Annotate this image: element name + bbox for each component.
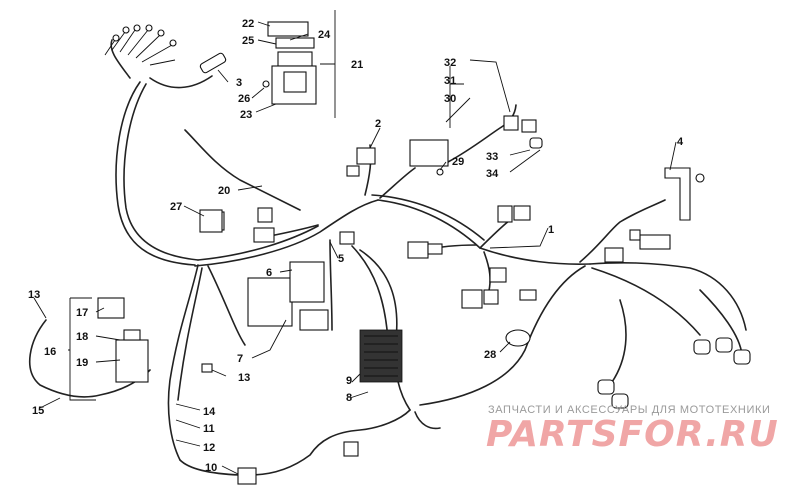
bolt — [201, 363, 213, 373]
callout-1: 1 — [548, 224, 554, 236]
callout-5: 5 — [338, 253, 344, 265]
callout-21: 21 — [351, 59, 363, 71]
callout-29: 29 — [452, 156, 464, 168]
callout-11: 11 — [203, 423, 215, 435]
callout-10: 10 — [205, 462, 217, 474]
callout-labels: 1 2 3 4 5 6 7 8 9 10 11 12 13 13 14 15 1… — [28, 18, 684, 474]
connector-lower — [343, 441, 359, 457]
callout-20: 20 — [218, 185, 230, 197]
callout-24: 24 — [318, 29, 331, 41]
callout-3: 3 — [236, 77, 242, 89]
callout-25: 25 — [242, 35, 254, 47]
callout-23: 23 — [240, 109, 252, 121]
callout-19: 19 — [76, 357, 88, 369]
starter-relay — [97, 297, 149, 383]
callout-4: 4 — [677, 136, 684, 148]
wire-clamp — [505, 329, 531, 347]
callout-13-right: 13 — [238, 372, 250, 384]
callout-15: 15 — [32, 405, 44, 417]
callout-12: 12 — [203, 442, 215, 454]
callout-31: 31 — [444, 75, 456, 87]
callout-30: 30 — [444, 93, 456, 105]
callout-34: 34 — [486, 168, 499, 180]
callout-7: 7 — [237, 353, 243, 365]
callout-18: 18 — [76, 331, 88, 343]
callout-26: 26 — [238, 93, 250, 105]
callout-22: 22 — [242, 18, 254, 30]
component-shapes — [97, 21, 751, 485]
handlebar-connectors — [104, 24, 227, 74]
leader-lines — [33, 10, 677, 475]
watermark-logo: PARTSFOR.RU — [486, 414, 779, 455]
callout-2: 2 — [375, 118, 381, 130]
rectifier — [359, 329, 403, 383]
harness-wires — [29, 39, 747, 476]
callout-6: 6 — [266, 267, 272, 279]
callout-33: 33 — [486, 151, 498, 163]
callout-9: 9 — [346, 375, 352, 387]
relay-assembly — [262, 21, 317, 105]
fuse-holder — [346, 147, 376, 177]
bracket — [604, 167, 705, 263]
control-module — [409, 115, 543, 176]
callout-17: 17 — [76, 307, 88, 319]
connector-27 — [199, 209, 223, 233]
callout-8: 8 — [346, 392, 352, 404]
watermark-subtitle: ЗАПЧАСТИ И АКСЕССУАРЫ ДЛЯ МОТОТЕХНИКИ — [488, 404, 771, 416]
ignition-module — [247, 261, 329, 331]
headlight-plugs — [597, 337, 751, 409]
callout-28: 28 — [484, 349, 496, 361]
callout-13-left: 13 — [28, 289, 40, 301]
callout-32: 32 — [444, 57, 456, 69]
connector-10 — [237, 467, 257, 485]
callout-14: 14 — [203, 406, 216, 418]
callout-27: 27 — [170, 201, 182, 213]
callout-16: 16 — [44, 346, 56, 358]
